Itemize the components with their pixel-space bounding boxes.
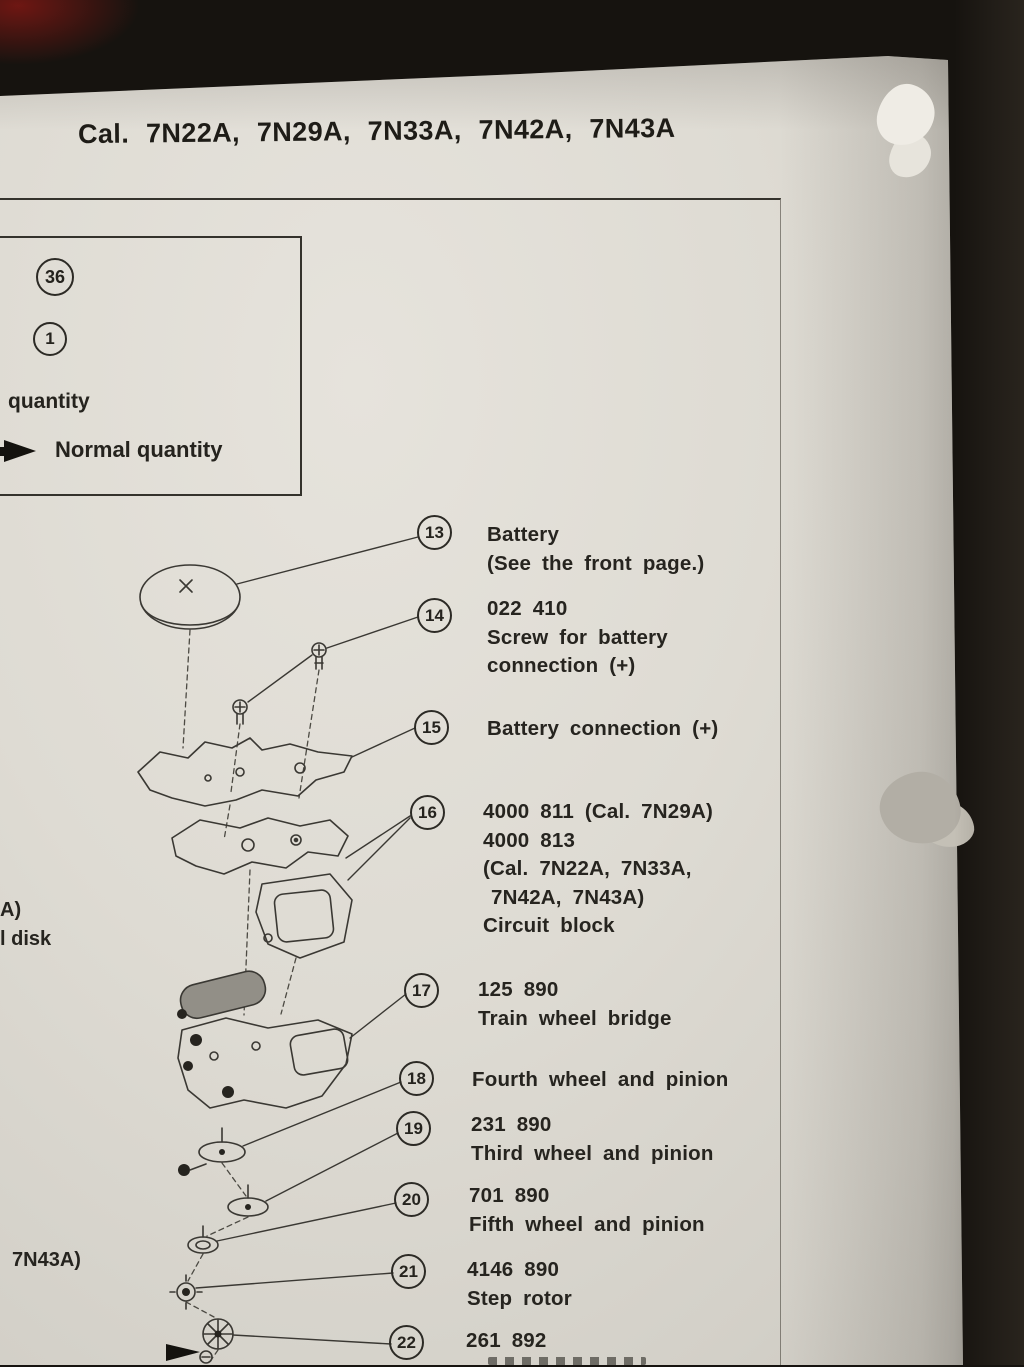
legend-quantity-label: quantity (8, 390, 90, 413)
part-20-text: 701 890 Fifth wheel and pinion (469, 1182, 705, 1239)
legend-quantity-badge-36: 36 (36, 258, 74, 296)
callout-18: 18 (399, 1061, 434, 1096)
callout-20: 20 (394, 1182, 429, 1217)
part-line: Battery connection (+) (487, 717, 719, 740)
callout-21: 21 (391, 1254, 426, 1289)
part-line: Battery (487, 523, 560, 546)
legend-quantity-badge-1: 1 (33, 322, 67, 356)
part-19-text: 231 890 Third wheel and pinion (471, 1111, 714, 1168)
part-line: 701 890 (469, 1184, 550, 1207)
part-line: 4000 813 (483, 828, 576, 852)
part-line: Step rotor (467, 1286, 572, 1310)
part-line: 4000 811 (Cal. 7N29A) (483, 800, 714, 823)
photo-corner-tint (0, 0, 150, 70)
part-17-text: 125 890 Train wheel bridge (478, 976, 672, 1033)
callout-22: 22 (389, 1325, 424, 1360)
callout-13: 13 (417, 515, 452, 550)
callout-15: 15 (414, 710, 449, 745)
part-18-text: Fourth wheel and pinion (472, 1066, 728, 1095)
clipped-text-line (488, 1357, 646, 1365)
part-line: Fifth wheel and pinion (469, 1212, 705, 1236)
page-title: Cal. 7N22A, 7N29A, 7N33A, 7N42A, 7N43A (77, 112, 676, 150)
margin-fragment-2: l disk (0, 928, 52, 950)
normal-quantity-arrow-icon (4, 440, 36, 462)
part-line: Circuit block (483, 914, 615, 937)
margin-fragment-3: 7N43A) (12, 1249, 81, 1271)
callout-16: 16 (410, 795, 445, 830)
callout-19: 19 (396, 1111, 431, 1146)
part-line: 022 410 (487, 597, 568, 620)
legend-normal-quantity-label: Normal quantity (55, 437, 223, 462)
part-line: 125 890 (478, 978, 559, 1001)
part-line: 4146 890 (467, 1258, 560, 1281)
part-line: (See the front page.) (487, 551, 705, 575)
part-13-text: Battery (See the front page.) (487, 521, 704, 578)
part-line: (Cal. 7N22A, 7N33A, (483, 857, 692, 880)
part-line: connection (+) (487, 654, 636, 677)
part-line: Fourth wheel and pinion (472, 1068, 729, 1091)
part-line: Third wheel and pinion (471, 1141, 714, 1165)
part-15-text: Battery connection (+) (487, 715, 718, 744)
part-22-text: 261 892 (466, 1327, 547, 1356)
part-line: 231 890 (471, 1113, 552, 1136)
part-16-text: 4000 811 (Cal. 7N29A) 4000 813 (Cal. 7N2… (483, 798, 713, 941)
part-14-text: 022 410 Screw for battery connection (+) (487, 595, 668, 681)
part-line: Train wheel bridge (478, 1006, 672, 1030)
callout-17: 17 (404, 973, 439, 1008)
part-21-text: 4146 890 Step rotor (467, 1256, 572, 1313)
margin-fragment-1: A) (0, 899, 22, 921)
legend-box (0, 236, 302, 496)
part-line: 261 892 (466, 1329, 547, 1352)
part-line: 7N42A, 7N43A) (491, 885, 645, 909)
part-line: Screw for battery (487, 625, 668, 649)
callout-14: 14 (417, 598, 452, 633)
figure-frame (0, 198, 781, 1365)
